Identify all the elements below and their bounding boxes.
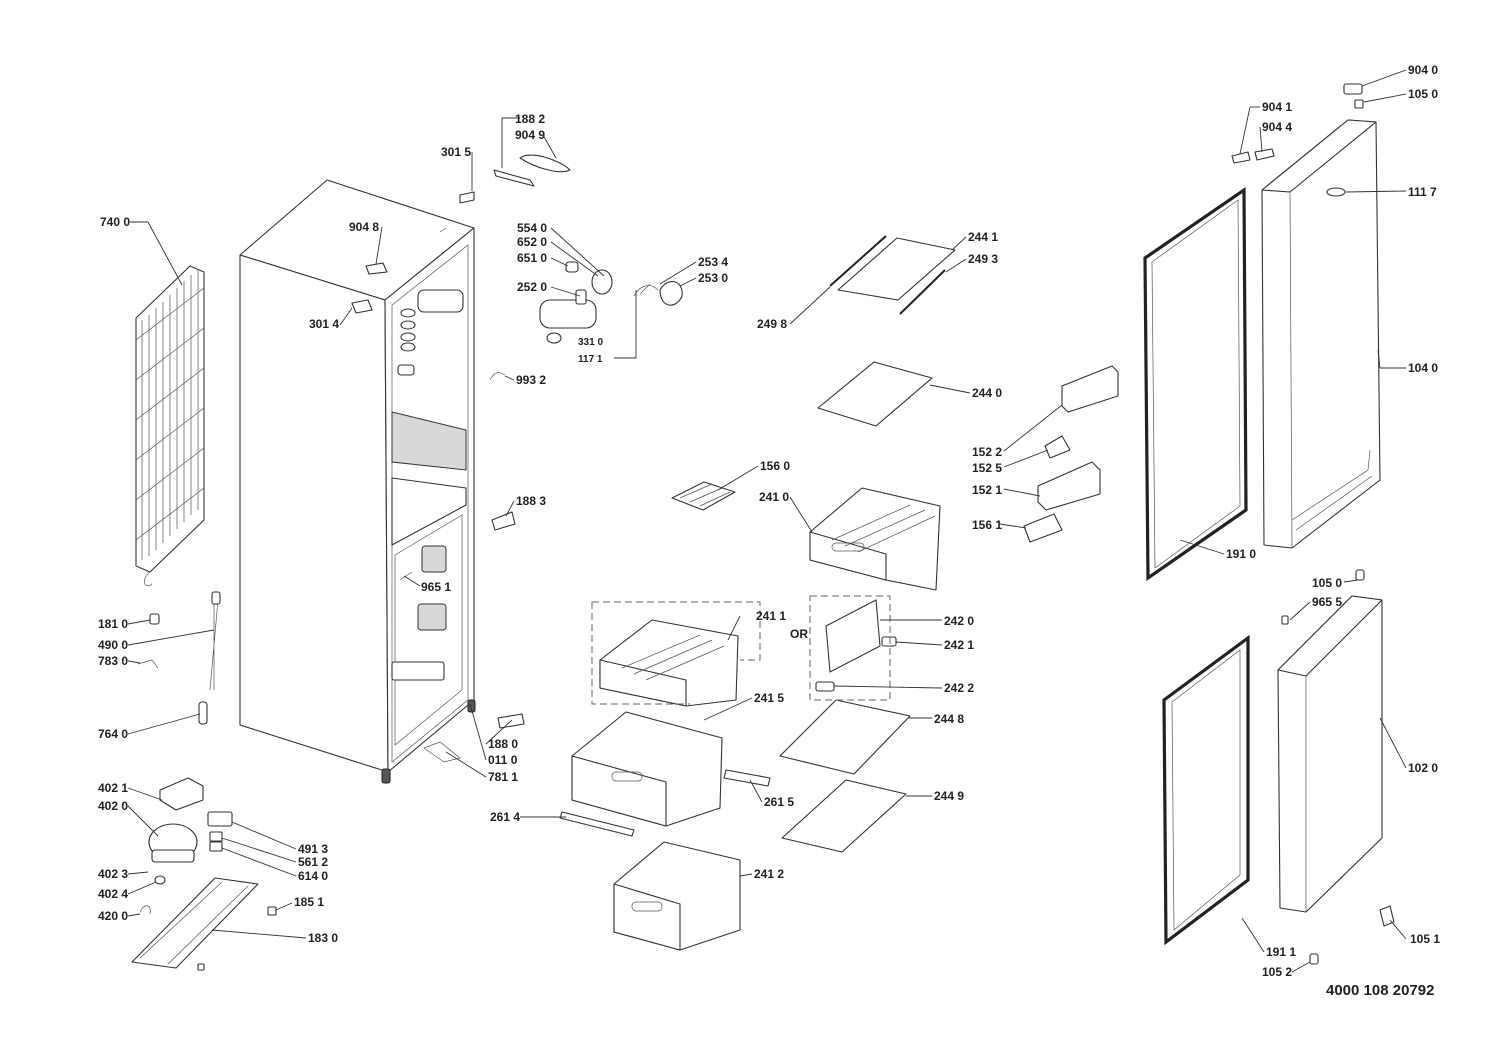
callout-301-4: 301 4 — [309, 317, 339, 331]
control-assembly-drawing — [539, 261, 683, 344]
callout-117-1: 117 1 — [578, 354, 603, 365]
callout-261-4: 261 4 — [490, 810, 520, 824]
callout-105-0-mid: 105 0 — [1312, 576, 1342, 590]
document-number: 4000 108 20792 — [1326, 982, 1434, 999]
callout-152-5: 152 5 — [972, 461, 1002, 475]
callout-183-0: 183 0 — [308, 931, 338, 945]
ice-tray-drawing — [671, 481, 736, 511]
callout-or: OR — [790, 627, 808, 641]
callout-561-2: 561 2 — [298, 855, 328, 869]
callout-783-0: 783 0 — [98, 654, 128, 668]
callout-764-0: 764 0 — [98, 727, 128, 741]
callout-104-0: 104 0 — [1408, 361, 1438, 375]
callout-402-4: 402 4 — [98, 887, 128, 901]
callout-965-5: 965 5 — [1312, 595, 1342, 609]
callout-188-3: 188 3 — [516, 494, 546, 508]
callout-491-3: 491 3 — [298, 842, 328, 856]
callout-244-9: 244 9 — [934, 789, 964, 803]
callout-402-1: 402 1 — [98, 781, 128, 795]
callout-904-0: 904 0 — [1408, 63, 1438, 77]
callout-241-5: 241 5 — [754, 691, 784, 705]
drawers-drawing — [559, 487, 941, 951]
callout-652-0: 652 0 — [517, 235, 547, 249]
callout-402-0: 402 0 — [98, 799, 128, 813]
callout-181-0: 181 0 — [98, 617, 128, 631]
compressor-area-drawing — [131, 591, 277, 971]
callout-242-2: 242 2 — [944, 681, 974, 695]
callout-261-5: 261 5 — [764, 795, 794, 809]
shelves-drawing — [779, 235, 956, 853]
callout-249-3: 249 3 — [968, 252, 998, 266]
callout-244-0: 244 0 — [972, 386, 1002, 400]
callout-102-0: 102 0 — [1408, 761, 1438, 775]
callout-244-8: 244 8 — [934, 712, 964, 726]
callout-740-0: 740 0 — [100, 215, 130, 229]
callout-904-8: 904 8 — [349, 220, 379, 234]
callout-242-0: 242 0 — [944, 614, 974, 628]
callout-331-0: 331 0 — [578, 337, 603, 348]
cabinet-drawing — [239, 179, 476, 784]
callout-904-4: 904 4 — [1262, 120, 1292, 134]
callout-965-1: 965 1 — [421, 580, 451, 594]
callout-111-7: 111 7 — [1408, 185, 1437, 199]
callout-011-0: 011 0 — [488, 753, 518, 767]
callout-156-1: 156 1 — [972, 518, 1002, 532]
callout-249-8: 249 8 — [757, 317, 787, 331]
callout-904-1: 904 1 — [1262, 100, 1292, 114]
leader-lines — [127, 69, 1407, 973]
callout-904-9: 904 9 — [515, 128, 545, 142]
callout-252-0: 252 0 — [517, 280, 547, 294]
callout-781-1: 781 1 — [488, 770, 518, 784]
callout-301-5: 301 5 — [441, 145, 471, 159]
callout-labels: 740 0 181 0 490 0 783 0 764 0 402 1 402 … — [98, 63, 1440, 999]
callout-241-1: 241 1 — [756, 609, 786, 623]
callout-191-1: 191 1 — [1266, 945, 1296, 959]
callout-244-1: 244 1 — [968, 230, 998, 244]
callout-105-1: 105 1 — [1410, 932, 1440, 946]
callout-188-0: 188 0 — [488, 737, 518, 751]
callout-420-0: 420 0 — [98, 909, 128, 923]
callout-191-0: 191 0 — [1226, 547, 1256, 561]
callout-490-0: 490 0 — [98, 638, 128, 652]
callout-253-0: 253 0 — [698, 271, 728, 285]
callout-614-0: 614 0 — [298, 869, 328, 883]
callout-242-1: 242 1 — [944, 638, 974, 652]
callout-993-2: 993 2 — [516, 373, 546, 387]
callout-241-0: 241 0 — [759, 490, 789, 504]
upper-door-drawing — [1023, 83, 1381, 582]
lower-door-drawing — [1162, 569, 1395, 965]
callout-651-0: 651 0 — [517, 251, 547, 265]
callout-105-0-top: 105 0 — [1408, 87, 1438, 101]
callout-188-2: 188 2 — [515, 112, 545, 126]
callout-156-0: 156 0 — [760, 459, 790, 473]
callout-554-0: 554 0 — [517, 221, 547, 235]
callout-152-2: 152 2 — [972, 445, 1002, 459]
condenser-drawing — [135, 265, 205, 587]
callout-253-4: 253 4 — [698, 255, 728, 269]
callout-152-1: 152 1 — [972, 483, 1002, 497]
callout-105-2: 105 2 — [1262, 965, 1292, 979]
callout-241-2: 241 2 — [754, 867, 784, 881]
callout-402-3: 402 3 — [98, 867, 128, 881]
callout-185-1: 185 1 — [294, 895, 324, 909]
